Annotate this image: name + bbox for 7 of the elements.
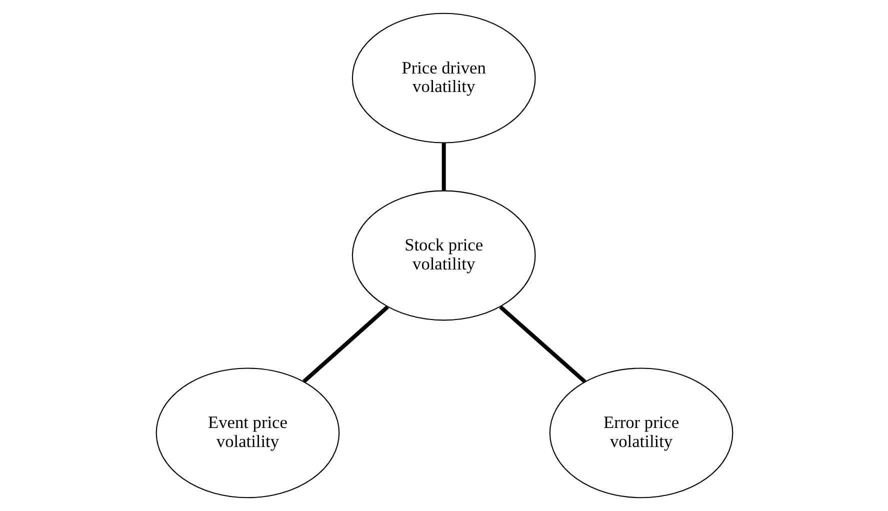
node-ellipse: Event price volatility [155, 368, 340, 498]
connector [498, 305, 586, 384]
node-ellipse: Error price volatility [548, 368, 733, 498]
connector [302, 305, 388, 384]
node-ellipse: Price driven volatility [351, 12, 536, 144]
connector [441, 142, 446, 190]
node-ellipse: Stock price volatility [351, 190, 536, 321]
